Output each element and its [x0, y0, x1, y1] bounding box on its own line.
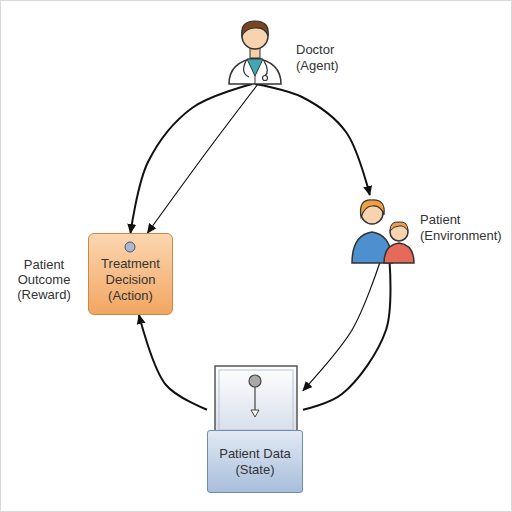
flow-arrow — [255, 84, 370, 195]
doctor-node: Doctor (Agent) — [225, 12, 285, 84]
flow-arrow — [131, 84, 253, 233]
status-dot — [125, 242, 135, 252]
flow-arrow — [303, 263, 380, 391]
flow-arrow — [303, 263, 390, 410]
doctor-icon — [229, 21, 281, 84]
state-box: Patient Data (State) — [207, 365, 303, 493]
state-panel: Patient Data (State) — [207, 430, 303, 493]
flow-arrow — [139, 315, 207, 410]
patient-icon — [352, 200, 414, 263]
reward-label: Patient Outcome (Reward) — [6, 257, 82, 302]
node-text: Patient Data (State) — [212, 446, 298, 478]
flow-arrow — [148, 84, 259, 233]
monitor-illustration — [215, 366, 297, 434]
action-box: Treatment Decision (Action) — [88, 233, 173, 315]
node-caption: Patient (Environment) — [420, 212, 512, 244]
patient-node: Patient (Environment) — [350, 195, 416, 263]
node-caption: Doctor (Agent) — [296, 42, 354, 74]
node-text: Treatment Decision (Action) — [92, 256, 169, 304]
